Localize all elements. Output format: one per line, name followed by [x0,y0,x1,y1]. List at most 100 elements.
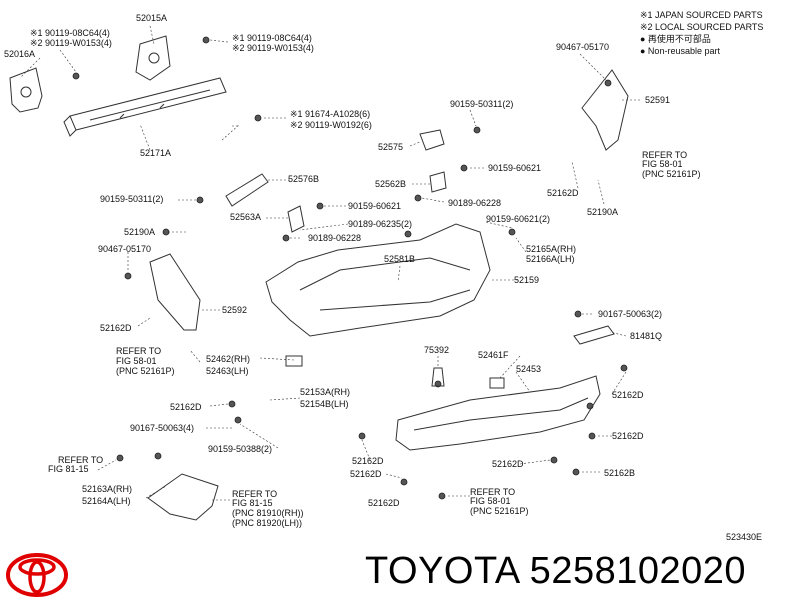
label-52162d-g: 52162D [492,459,524,469]
legend-non-reusable-en: ● Non-reusable part [640,46,720,56]
label-refer-d-3: (PNC 81910(RH)) [232,508,304,518]
label-52581b: 52581B [384,254,415,264]
legend: ※1 JAPAN SOURCED PARTS ※2 LOCAL SOURCED … [640,9,800,57]
label-52159: 52159 [514,275,539,285]
label-refer-d-4: (PNC 81920(LH)) [232,518,302,528]
label-52162d-e: 52162D [612,431,644,441]
reinforcement-beam-detail [89,89,211,121]
retainer-52576b [225,173,269,207]
label-bolt-1b: ※2 90119-W0153(4) [30,38,112,48]
label-90467-a: 90467-05170 [556,42,609,52]
bracket-52016a-hole [20,86,32,98]
bracket-52562b [429,171,447,193]
bolt-icons [72,36,628,500]
label-90159-a: 90159-50311(2) [450,99,513,109]
label-refer-a-2: FIG 58-01 [642,159,683,169]
label-52575: 52575 [378,142,403,152]
label-52190a-b: 52190A [124,227,155,237]
label-52162d-i: 52162D [368,498,400,508]
label-52562b: 52562B [375,179,406,189]
bracket-52563a [287,205,305,233]
label-refer-e-2: FIG 58-01 [470,496,511,506]
label-refer-c-1: REFER TO [58,455,103,465]
bumper-cover-detail [299,257,471,311]
label-90159-e: 90159-60621(2) [486,214,550,224]
label-bolt-3b: ※2 90119-W0192(6) [290,120,372,130]
label-52463: 52463(LH) [206,366,249,376]
label-90467-b: 90467-05170 [98,244,151,254]
label-refer-a-3: (PNC 52161P) [642,169,701,179]
label-90189-c: 90189-06228 [308,233,361,243]
part-labels: 52015A 52016A ※1 90119-08C64(4) ※2 90119… [4,13,701,528]
reflector-81481q [573,325,615,345]
lower-cover-detail [413,397,589,431]
label-52162d-d: 52162D [612,390,644,400]
label-90159-d: 90159-60621 [348,201,401,211]
label-52592: 52592 [222,305,247,315]
legend-japan-sourced: ※1 JAPAN SOURCED PARTS [640,10,763,20]
label-90167-a: 90167-50063(2) [598,309,662,319]
legend-non-reusable-jp: ● 再使用不可部品 [640,34,711,44]
label-52162d-a: 52162D [547,188,579,198]
label-75392: 75392 [424,345,449,355]
legend-local-sourced: ※2 LOCAL SOURCED PARTS [640,22,764,32]
label-52591: 52591 [645,95,670,105]
bracket-52591 [581,69,629,151]
footer: TOYOTA 5258102020 [0,540,800,600]
label-52453: 52453 [516,364,541,374]
label-90159-b: 90159-60621 [488,163,541,173]
clip-52575 [419,129,445,151]
label-refer-b-1: REFER TO [116,346,161,356]
label-52162d-h: 52162D [350,469,382,479]
label-52163a: 52163A(RH) [82,484,132,494]
label-52462: 52462(RH) [206,354,250,364]
label-90189-b: 90189-06235(2) [348,219,412,229]
label-52461f: 52461F [478,350,509,360]
pad-52461f [489,377,505,389]
label-52162d-b: 52162D [100,323,132,333]
label-52162d-f: 52162D [352,456,384,466]
label-52576b: 52576B [288,174,319,184]
clip-75392 [431,367,445,387]
mudflap-52163a [147,473,219,521]
label-52016a: 52016A [4,49,35,59]
label-90167-b: 90167-50063(4) [130,423,194,433]
label-52162d-c: 52162D [170,402,202,412]
bracket-52592 [149,253,201,331]
label-90189-a: 90189-06228 [448,198,501,208]
label-52190a-a: 52190A [587,207,618,217]
bumper-cover [265,223,491,337]
label-refer-e-1: REFER TO [470,487,515,497]
bracket-52015a-hole [148,52,160,64]
label-52166a: 52166A(LH) [526,254,575,264]
lower-cover [395,375,601,451]
reinforcement-beam [63,77,227,137]
label-52015a: 52015A [136,13,167,23]
label-bolt-1a: ※1 90119-08C64(4) [30,28,110,38]
label-81481q: 81481Q [630,331,662,341]
label-52164a: 52164A(LH) [82,496,131,506]
label-refer-d-1: REFER TO [232,489,277,499]
label-bolt-2b: ※2 90119-W0153(4) [232,43,314,53]
label-90159-f: 90159-50388(2) [208,444,272,454]
label-refer-d-2: FIG 81-15 [232,498,273,508]
toyota-logo-icon [6,553,68,597]
label-52153a: 52153A(RH) [300,387,350,397]
label-refer-c-2: FIG 81-15 [48,464,89,474]
label-bolt-3a: ※1 91674-A1028(6) [290,109,370,119]
label-52171a: 52171A [140,148,171,158]
label-90159-c: 90159-50311(2) [100,194,163,204]
label-refer-a-1: REFER TO [642,150,687,160]
bracket-52016a [9,67,43,113]
brand-part-number: TOYOTA 5258102020 [365,550,747,592]
label-52165a: 52165A(RH) [526,244,576,254]
diagram-code: 523430E [726,532,763,542]
label-refer-b-2: FIG 58-01 [116,356,157,366]
pad-52462 [285,355,303,367]
label-refer-e-3: (PNC 52161P) [470,506,529,516]
leader-lines [19,25,640,501]
label-refer-b-3: (PNC 52161P) [116,366,175,376]
label-bolt-2a: ※1 90119-08C64(4) [232,33,312,43]
parts-diagram: 52015A 52016A ※1 90119-08C64(4) ※2 90119… [4,13,701,528]
label-52563a: 52563A [230,212,261,222]
